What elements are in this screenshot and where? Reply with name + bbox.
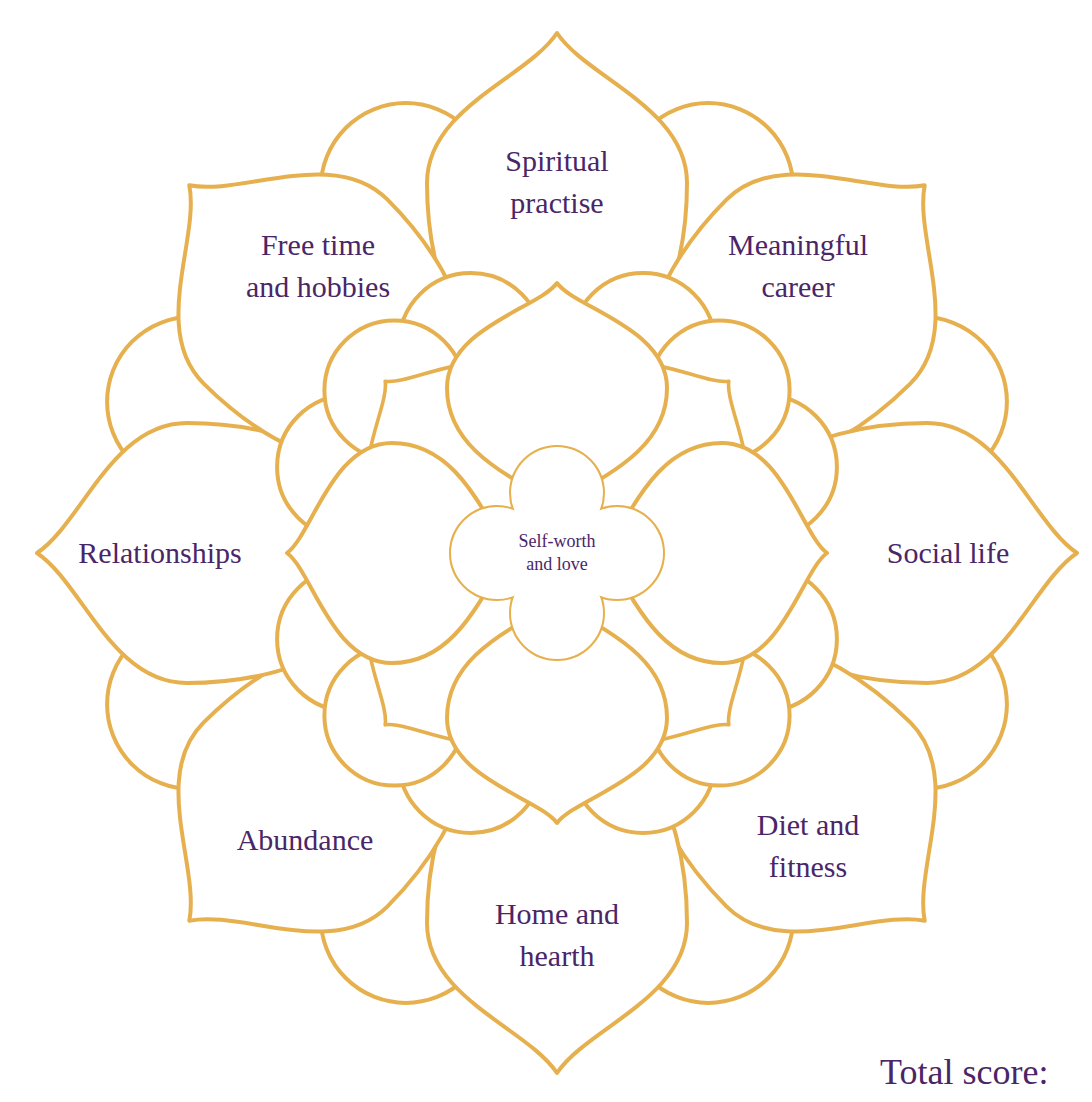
petal-label: Meaningful career <box>723 224 873 308</box>
lotus-petal: Social life <box>887 532 1009 574</box>
lotus-petal: Free time and hobbies <box>238 224 398 308</box>
petal-label: Relationships <box>78 532 241 574</box>
inner-lobes <box>277 273 837 833</box>
lotus-petal: Abundance <box>237 819 374 861</box>
center-label: Self-worth and love <box>511 530 603 577</box>
petal-label: Free time and hobbies <box>238 224 398 308</box>
center-heart: Self-worth and love <box>511 530 603 577</box>
outer-petals <box>37 33 1077 1073</box>
petal-label: Spiritual practise <box>497 140 617 224</box>
petal-label: Social life <box>887 532 1009 574</box>
petal-label: Home and hearth <box>487 893 627 977</box>
inner-petals <box>287 283 827 823</box>
score-label: Total score: <box>880 1052 1048 1093</box>
petal-label: Abundance <box>237 819 374 861</box>
lotus-petal: Spiritual practise <box>497 140 617 224</box>
lotus-petal: Home and hearth <box>487 893 627 977</box>
lotus-petal: Meaningful career <box>723 224 873 308</box>
center-quatrefoil <box>451 447 663 659</box>
lotus-petal: Diet and fitness <box>743 804 873 888</box>
petal-label: Diet and fitness <box>743 804 873 888</box>
lotus-petal: Relationships <box>78 532 241 574</box>
